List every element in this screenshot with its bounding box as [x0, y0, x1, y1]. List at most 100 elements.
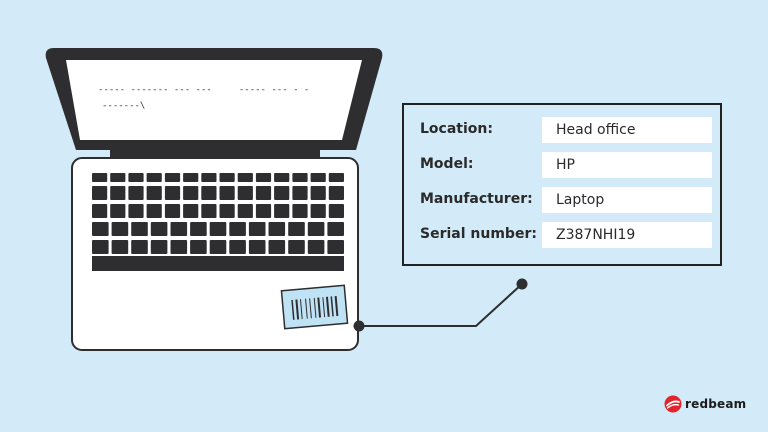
keyboard-key	[111, 240, 129, 254]
location-label: Location:	[420, 121, 493, 137]
keyboard-key	[131, 222, 148, 236]
keyboard-key	[190, 222, 207, 236]
keyboard-key	[274, 186, 290, 200]
barcode-bar	[322, 297, 326, 318]
keyboard-key	[146, 173, 162, 182]
info-row-model: Model: HP	[420, 152, 714, 178]
manufacturer-value: Laptop	[542, 187, 712, 213]
barcode-bar	[313, 297, 317, 318]
keyboard-key	[209, 222, 227, 236]
keyboard-key	[310, 186, 326, 200]
keyboard-key	[292, 173, 308, 182]
keyboard-key	[201, 173, 217, 182]
barcode-icon	[280, 284, 349, 330]
keyboard-key	[268, 222, 286, 236]
keyboard-key	[183, 204, 199, 218]
manufacturer-label: Manufacturer:	[420, 191, 533, 207]
keyboard-key	[92, 240, 109, 254]
keyboard-key	[255, 173, 272, 182]
keyboard-key	[110, 173, 126, 182]
keyboard-key	[328, 204, 344, 218]
keyboard-key	[328, 186, 344, 200]
keyboard-key	[183, 173, 199, 182]
keyboard-key	[327, 240, 344, 254]
barcode-bar	[330, 296, 334, 317]
keyboard-key	[190, 240, 207, 254]
keyboard-key	[128, 173, 144, 182]
screen-text-line-2: -------\	[102, 101, 146, 111]
serial-number-label: Serial number:	[420, 226, 537, 242]
keyboard-key	[237, 204, 253, 218]
barcode-bar	[325, 296, 330, 317]
barcode-bar	[305, 298, 308, 319]
keyboard-key	[128, 186, 144, 200]
barcode-bar	[299, 299, 303, 320]
redbeam-logo-icon	[664, 395, 682, 413]
keyboard-key	[92, 222, 109, 236]
info-row-location: Location: Head office	[420, 117, 714, 143]
keyboard-key	[248, 222, 266, 236]
keyboard-spacebar	[92, 256, 344, 271]
barcode-bar	[309, 298, 312, 319]
keyboard-key	[237, 186, 253, 200]
barcode-bar	[317, 297, 322, 318]
keyboard	[92, 173, 344, 254]
keyboard-key	[92, 173, 108, 182]
keyboard-key	[310, 173, 326, 182]
keyboard-key	[255, 186, 272, 200]
keyboard-key	[131, 240, 148, 254]
keyboard-key	[237, 173, 253, 182]
screen-text-line-1: ----- ------- --- --- ----- --- - -	[98, 85, 310, 95]
barcode-bar	[295, 299, 300, 320]
keyboard-key	[92, 204, 108, 218]
keyboard-key	[255, 204, 272, 218]
keyboard-key	[292, 186, 308, 200]
keyboard-key	[229, 240, 246, 254]
keyboard-key	[248, 240, 266, 254]
connector-dot-panel	[516, 278, 528, 290]
keyboard-key	[209, 240, 227, 254]
barcode-bar	[291, 299, 295, 320]
keyboard-key	[128, 204, 144, 218]
keyboard-key	[164, 204, 181, 218]
keyboard-key	[310, 204, 326, 218]
keyboard-key	[150, 240, 168, 254]
keyboard-key	[274, 204, 290, 218]
keyboard-key	[288, 222, 305, 236]
keyboard-key	[219, 204, 235, 218]
keyboard-key	[288, 240, 305, 254]
keyboard-key	[110, 186, 126, 200]
keyboard-key	[201, 204, 217, 218]
keyboard-key	[219, 186, 235, 200]
keyboard-key	[170, 240, 188, 254]
keyboard-key	[170, 222, 188, 236]
barcode-bar	[334, 295, 339, 317]
connector-line	[359, 283, 523, 327]
keyboard-key	[268, 240, 286, 254]
keyboard-key	[307, 240, 325, 254]
keyboard-key	[328, 173, 344, 182]
serial-number-value: Z387NHI19	[542, 222, 712, 248]
model-label: Model:	[420, 156, 474, 172]
brand-logo: redbeam	[664, 395, 746, 413]
keyboard-key	[164, 173, 181, 182]
keyboard-key	[327, 222, 344, 236]
model-value: HP	[542, 152, 712, 178]
keyboard-key	[150, 222, 168, 236]
laptop-hinge	[110, 150, 320, 159]
keyboard-key	[146, 204, 162, 218]
keyboard-key	[292, 204, 308, 218]
info-row-manufacturer: Manufacturer: Laptop	[420, 187, 714, 213]
keyboard-key	[183, 186, 199, 200]
keyboard-key	[92, 186, 108, 200]
keyboard-key	[219, 173, 235, 182]
keyboard-key	[229, 222, 246, 236]
connector-dot-laptop	[353, 320, 365, 332]
keyboard-key	[146, 186, 162, 200]
keyboard-key	[111, 222, 129, 236]
info-row-serial-number: Serial number: Z387NHI19	[420, 222, 714, 248]
asset-info-panel: Location: Head office Model: HP Manufact…	[402, 103, 722, 266]
brand-name: redbeam	[685, 397, 747, 411]
